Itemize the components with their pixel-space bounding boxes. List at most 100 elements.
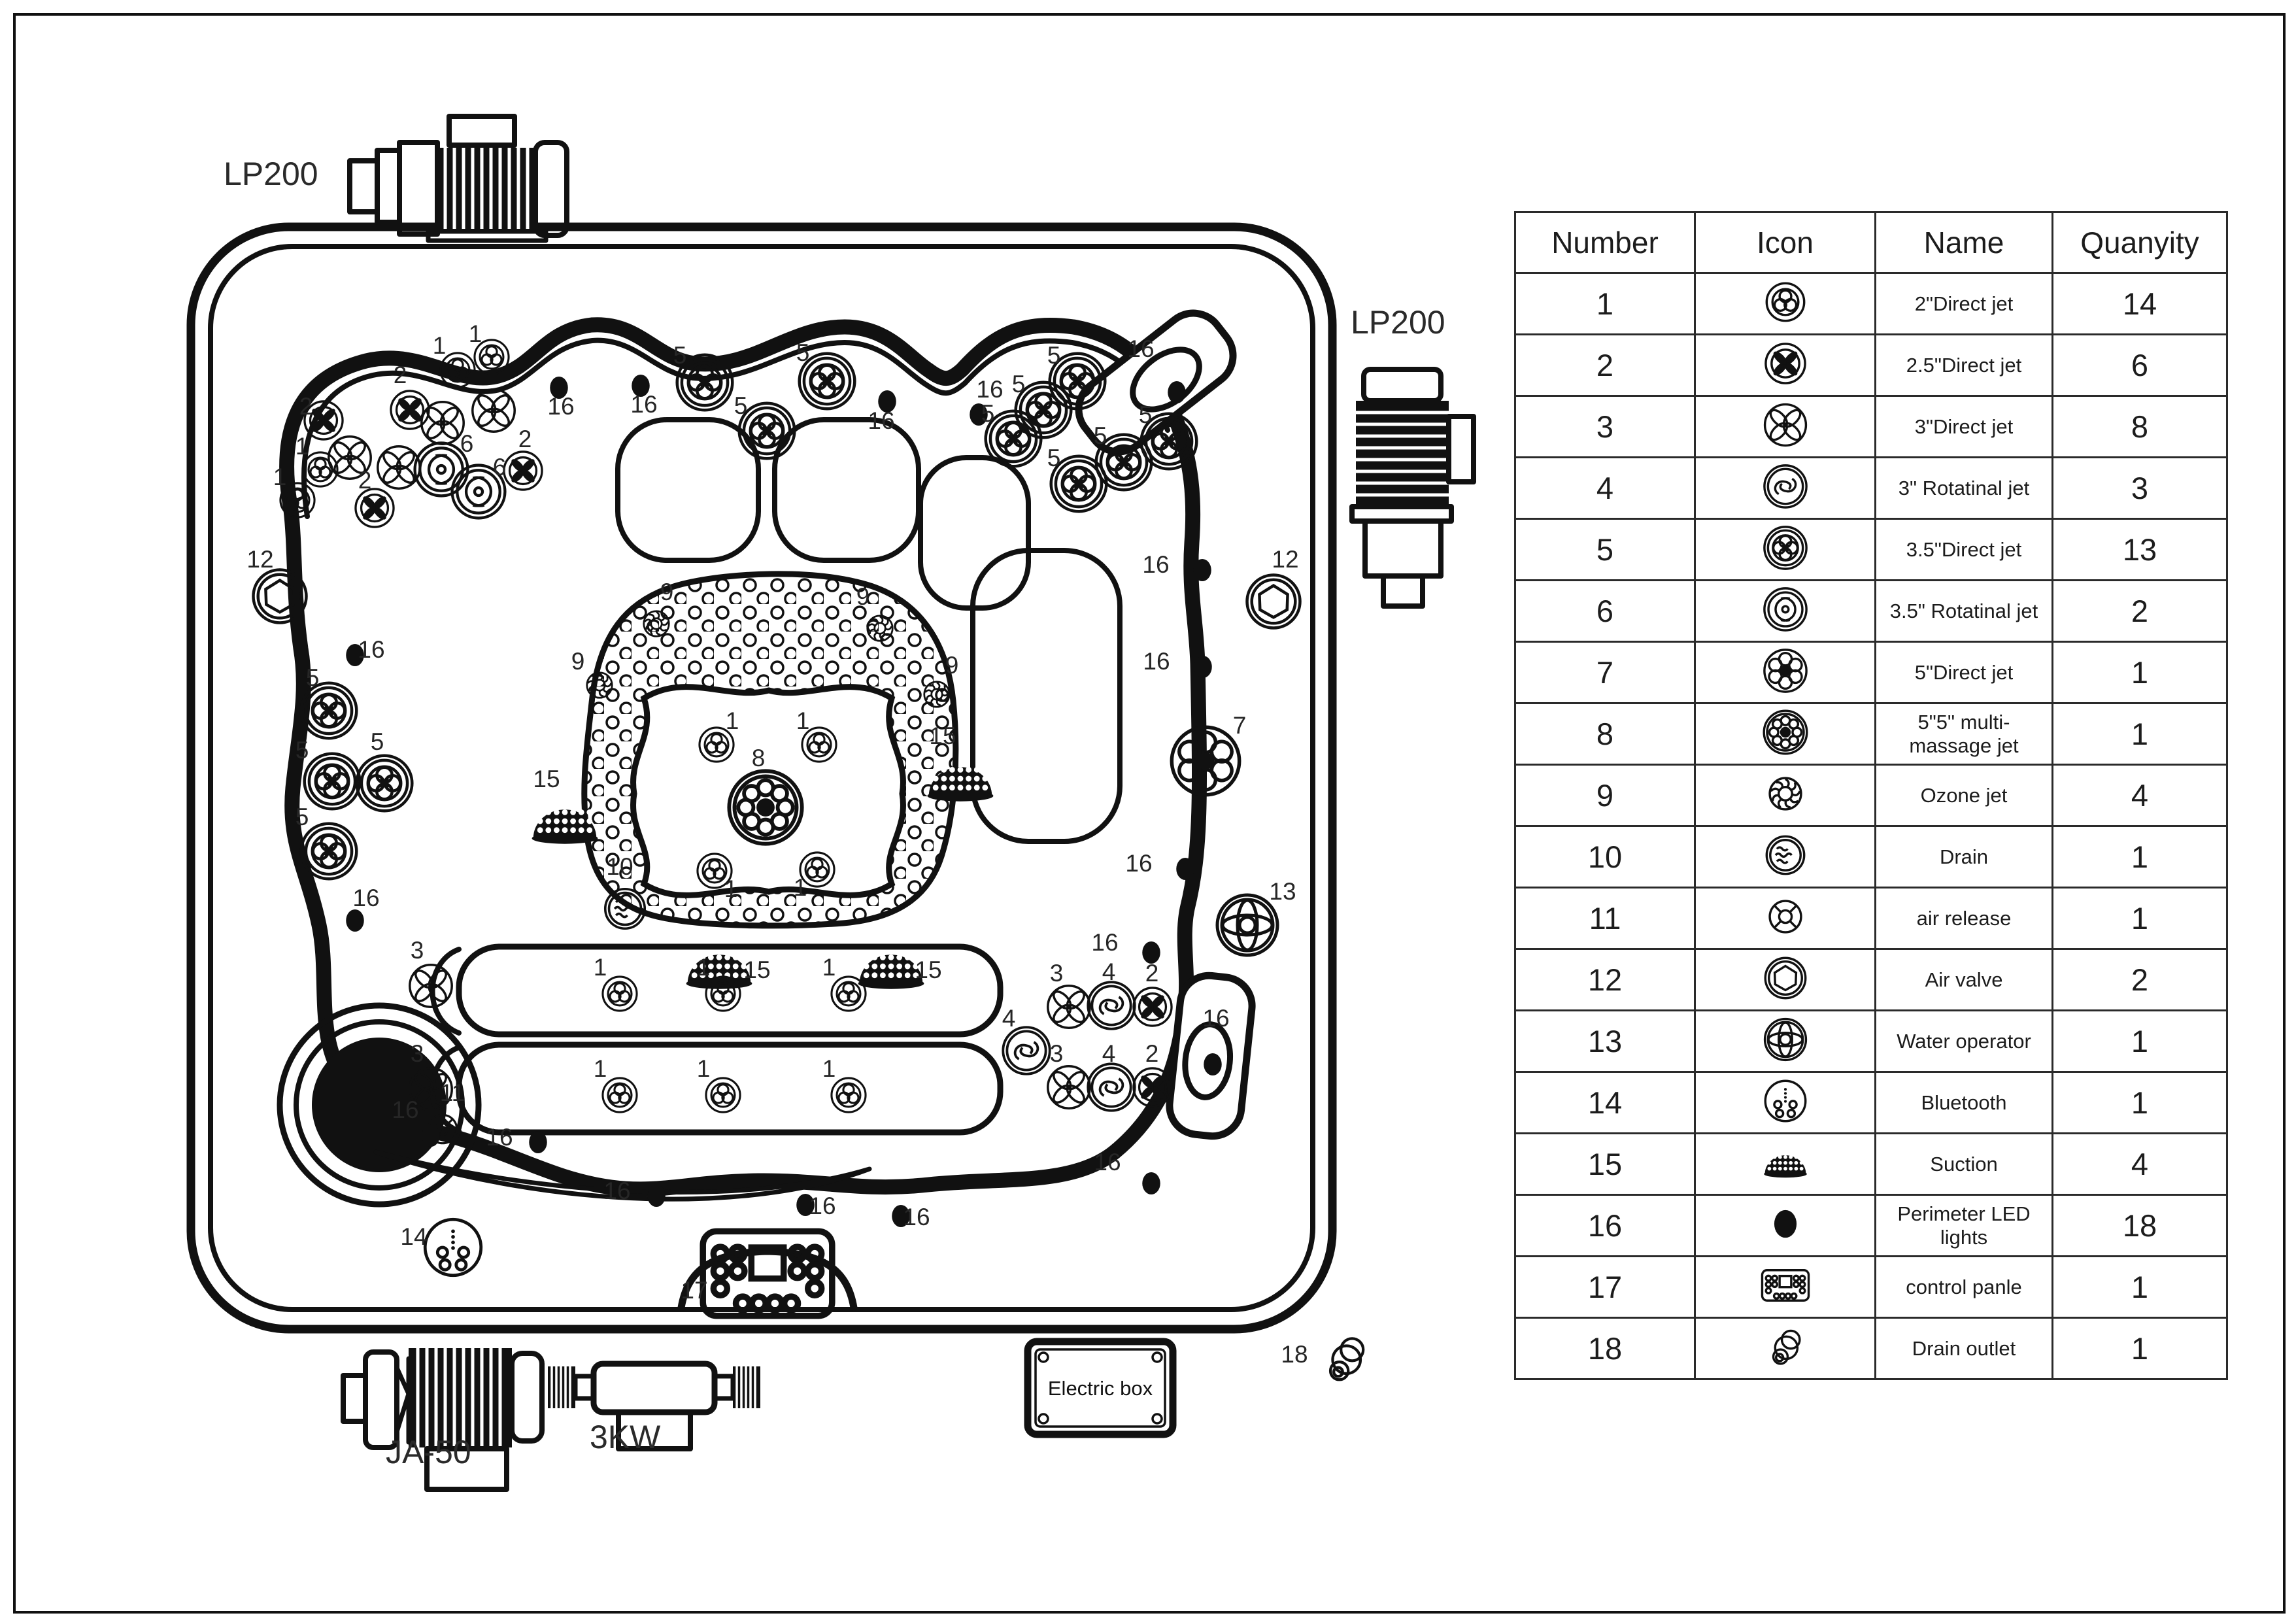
jet-type-1-icon: [601, 1077, 638, 1113]
jet-number-label: 15: [743, 956, 770, 983]
jet-type-1-icon: [830, 1077, 867, 1113]
legend-number: 1: [1514, 272, 1696, 335]
jet-type-1-icon: [799, 851, 836, 888]
legend-header-number: Number: [1514, 211, 1696, 274]
jet-type-1-icon: [830, 975, 867, 1012]
jet-number-label: 2: [518, 426, 532, 452]
jet-number-label: 1: [726, 707, 739, 734]
water-operator-cell: [1694, 1009, 1876, 1073]
jet-type-5-icon: [1763, 526, 1808, 570]
ozone-jet-cell: [1694, 764, 1876, 827]
jet-number-label: 11: [440, 1079, 465, 1106]
legend-number: 8: [1514, 702, 1696, 766]
drain-icon: [603, 887, 647, 930]
legend-number: 12: [1514, 948, 1696, 1011]
jet-number-label: 2: [299, 393, 313, 420]
jet-number-label: 5: [371, 728, 384, 755]
footwell-disc: [312, 1038, 447, 1172]
electric-box-label: Electric box: [1048, 1377, 1153, 1400]
drain-outlet-icon: [1328, 1337, 1365, 1381]
legend-name: Air valve: [1874, 948, 2053, 1011]
jet-number-label: 16: [1091, 929, 1118, 956]
legend-number: 15: [1514, 1132, 1696, 1196]
jet-number-label: 8: [752, 745, 766, 771]
jet-type-2-icon: [503, 450, 543, 491]
legend-number: 18: [1514, 1317, 1696, 1380]
legend-quantity: 1: [2051, 702, 2228, 766]
jet-type-2-icon: [1132, 1067, 1173, 1108]
jet-number-label: 9: [660, 579, 674, 605]
jet-number-label: 7: [1233, 712, 1247, 739]
electric-box: Electric box: [1024, 1338, 1177, 1438]
legend-quantity: 3: [2051, 456, 2228, 520]
jet-type-2-icon: [390, 390, 430, 430]
legend-number: 7: [1514, 641, 1696, 704]
jet-type-5-icon: [1140, 412, 1198, 471]
legend-number: 10: [1514, 825, 1696, 888]
jet-type-1-icon: [705, 975, 741, 1012]
jet-number-label: 16: [868, 407, 894, 434]
legend-quantity: 4: [2051, 1132, 2228, 1196]
bluetooth-icon: [423, 1217, 483, 1277]
water-operator-icon: [1763, 1017, 1807, 1062]
jet-number-label: 1: [794, 874, 807, 901]
jet-type-1-cell: [1694, 272, 1876, 335]
jet-number-label: 16: [903, 1204, 930, 1230]
jet-number-label: 1: [295, 433, 309, 460]
jet-type-5-icon: [1048, 352, 1107, 411]
jet-number-label: 14: [400, 1223, 427, 1250]
jet-number-label: 16: [1202, 1005, 1229, 1032]
legend-name: Bluetooth: [1874, 1071, 2053, 1134]
drain-outlet-icon: [1772, 1329, 1801, 1365]
legend-quantity: 1: [2051, 641, 2228, 704]
jet-type-4-icon: [1087, 981, 1136, 1030]
jet-type-5-icon: [303, 752, 362, 811]
perimeter-led-light-icon: [647, 1184, 666, 1208]
jet-number-label: 18: [1281, 1341, 1308, 1368]
jet-number-label: 1: [822, 1055, 836, 1082]
jet-number-label: 9: [571, 648, 585, 675]
jet-type-1-icon: [279, 482, 316, 518]
perimeter-led-light-icon: [1142, 1172, 1160, 1195]
legend-quantity: 1: [2051, 1009, 2228, 1073]
air-valve-icon: [252, 568, 308, 624]
legend-number: 6: [1514, 579, 1696, 643]
jet-number-label: 17: [681, 1277, 707, 1304]
jet-type-6-icon: [1763, 587, 1808, 632]
jet-type-2-icon: [303, 400, 344, 441]
jet-type-5-icon: [299, 681, 358, 740]
jet-type-5-icon: [984, 409, 1043, 468]
jet-type-1-icon: [696, 853, 733, 889]
legend-quantity: 18: [2051, 1194, 2228, 1257]
jet-number-label: 16: [1127, 335, 1154, 362]
perimeter-led-light-cell: [1694, 1194, 1876, 1257]
jet-type-7-icon: [1170, 725, 1241, 797]
perimeter-led-light-icon: [796, 1193, 815, 1217]
jet-number-label: 16: [1142, 551, 1169, 578]
suction-icon: [686, 954, 752, 989]
perimeter-led-light-icon: [1168, 381, 1186, 404]
jet-type-3-cell: [1694, 395, 1876, 458]
jet-number-label: 1: [469, 320, 482, 347]
pump-ja50: [341, 1348, 545, 1492]
legend-quantity: 8: [2051, 395, 2228, 458]
jet-type-1-icon: [473, 339, 510, 375]
jet-number-label: 16: [630, 391, 657, 418]
jets-layer: [252, 339, 1365, 1381]
perimeter-led-light-icon: [970, 403, 988, 426]
perimeter-led-light-icon: [632, 374, 650, 398]
water-operator-icon: [1215, 893, 1279, 957]
jet-number-label: 4: [1102, 958, 1116, 985]
jet-number-label: 12: [246, 546, 273, 573]
